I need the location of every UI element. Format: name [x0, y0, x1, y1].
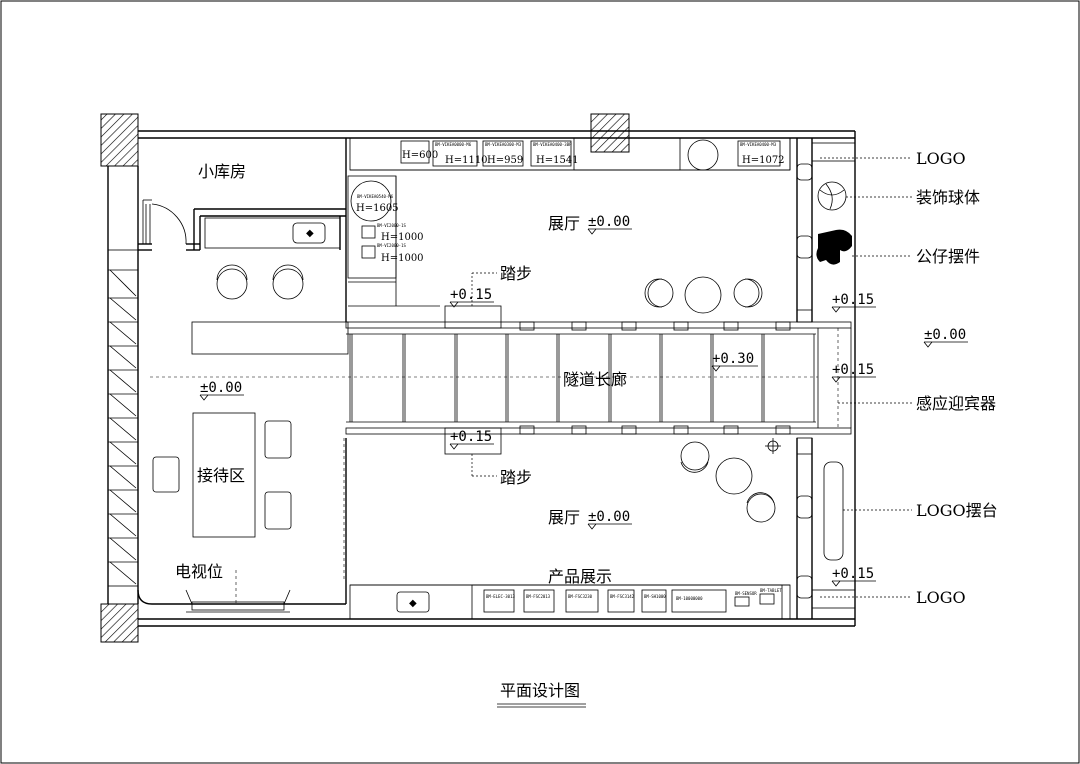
bottom-hall-furniture [680, 438, 781, 523]
svg-text:+0.15: +0.15 [832, 292, 874, 308]
svg-text:BM-VIKEA0000-M6: BM-VIKEA0000-M6 [435, 142, 472, 147]
svg-text:BM-VI2000-1S: BM-VI2000-1S [377, 243, 406, 248]
level-marker-right-mid: +0.15 [831, 362, 876, 383]
room-label-product: 产品展示 [548, 567, 612, 586]
reception-table [192, 412, 256, 538]
reception-chair [264, 420, 292, 459]
callout-greeter: 感应迎宾器 [916, 394, 996, 413]
svg-text:BM-TABLET: BM-TABLET [760, 588, 782, 593]
svg-text:BM-SH1000: BM-SH1000 [644, 594, 666, 599]
svg-text:BM-VIKEA0300-M3: BM-VIKEA0300-M3 [485, 142, 522, 147]
column-top-left [100, 113, 139, 167]
room-label-tv: 电视位 [175, 562, 223, 581]
outer-walls [107, 130, 856, 627]
level-marker-step-bottom: +0.15 [449, 429, 494, 450]
bottom-cabinet-row [349, 584, 791, 620]
level-marker-hall-top: ±0.00 [587, 214, 632, 235]
hall-bottom-name: 展厅 [548, 508, 580, 527]
svg-text:±0.00: ±0.00 [924, 327, 966, 343]
bar-counter [191, 321, 349, 355]
sink-mark: ◆ [306, 228, 314, 239]
callout-logo-stand: LOGO摆台 [916, 501, 998, 520]
svg-text:+0.15: +0.15 [832, 362, 874, 378]
cabinet-height-c7: H=1000 [381, 232, 424, 243]
reception-chair [152, 456, 180, 493]
svg-text:BM-FSC3230: BM-FSC3230 [568, 594, 593, 599]
top-cabinet-row [349, 137, 791, 171]
storage-counter [204, 217, 341, 249]
step-label-bottom: 踏步 [500, 468, 532, 487]
cabinet-height-c3: H=959 [487, 155, 523, 166]
left-room-corner [137, 589, 346, 605]
svg-text:±0.00: ±0.00 [200, 380, 242, 396]
svg-text:BM-SENSOR: BM-SENSOR [735, 591, 757, 596]
tv-unit [191, 601, 285, 611]
decorative-ball [817, 181, 847, 211]
level-marker-right-bottom: +0.15 [831, 566, 876, 587]
svg-text:BM-FSC2013: BM-FSC2013 [526, 594, 551, 599]
left-window-strip [107, 249, 139, 587]
level-marker-tunnel: +0.30 [711, 351, 758, 372]
cabinet-height-c6: H=1605 [356, 203, 399, 214]
svg-text:+0.15: +0.15 [450, 287, 492, 303]
figure-ornament [816, 229, 852, 265]
cabinet-height-c2: H=1110 [445, 155, 488, 166]
cabinet-height-c4: H=1541 [536, 155, 579, 166]
tunnel-corridor [150, 321, 852, 435]
svg-text:±0.00: ±0.00 [588, 509, 630, 525]
callout-ball: 装饰球体 [916, 188, 980, 207]
step-label-top: 踏步 [500, 264, 532, 283]
right-facade [796, 138, 856, 619]
top-hall-left-cabinets [347, 175, 440, 307]
svg-text:BM-10000000: BM-10000000 [676, 596, 703, 601]
level-marker-hall-bottom: ±0.00 [587, 509, 632, 530]
svg-text:+0.15: +0.15 [450, 429, 492, 445]
callout-logo-top: LOGO [916, 149, 966, 168]
reception-chair [264, 491, 292, 530]
svg-text:+0.30: +0.30 [712, 351, 754, 367]
column-top-mid [590, 113, 630, 153]
column-bottom-left [100, 603, 139, 643]
level-marker-right-top: +0.15 [831, 292, 876, 313]
sink-mark: ◆ [409, 598, 417, 609]
top-hall-furniture [644, 276, 763, 314]
level-marker-left-room: ±0.00 [199, 380, 244, 401]
svg-text:BM-VIKEA0540-M6: BM-VIKEA0540-M6 [357, 194, 394, 199]
svg-text:+0.15: +0.15 [832, 566, 874, 582]
room-label-storage: 小库房 [198, 162, 246, 181]
callout-figure: 公仔摆件 [916, 247, 980, 266]
step-top [444, 305, 502, 329]
svg-text:±0.00: ±0.00 [588, 214, 630, 230]
svg-text:BM-VI2000-1S: BM-VI2000-1S [377, 223, 406, 228]
room-label-reception: 接待区 [197, 466, 245, 485]
level-marker-outside: ±0.00 [923, 327, 968, 348]
sink [292, 222, 326, 244]
bar-stools [216, 264, 304, 300]
svg-text:BM-FSC3142: BM-FSC3142 [610, 594, 635, 599]
cabinet-height-c5: H=1072 [742, 155, 785, 166]
svg-text:BM-VIKEA0400-M3: BM-VIKEA0400-M3 [740, 142, 777, 147]
cabinet-height-c1: H=600 [402, 150, 438, 161]
cabinet-height-c8: H=1000 [381, 253, 424, 264]
room-label-tunnel: 隧道长廊 [563, 370, 627, 389]
callout-logo-bottom: LOGO [916, 588, 966, 607]
step-bottom [444, 427, 502, 455]
drawing-title: 平面设计图 [500, 681, 580, 700]
svg-text:BM-VIKEA0400-3BP: BM-VIKEA0400-3BP [533, 142, 572, 147]
hall-top-name: 展厅 [548, 214, 580, 233]
svg-text:BM-ELEC-3013: BM-ELEC-3013 [486, 594, 515, 599]
